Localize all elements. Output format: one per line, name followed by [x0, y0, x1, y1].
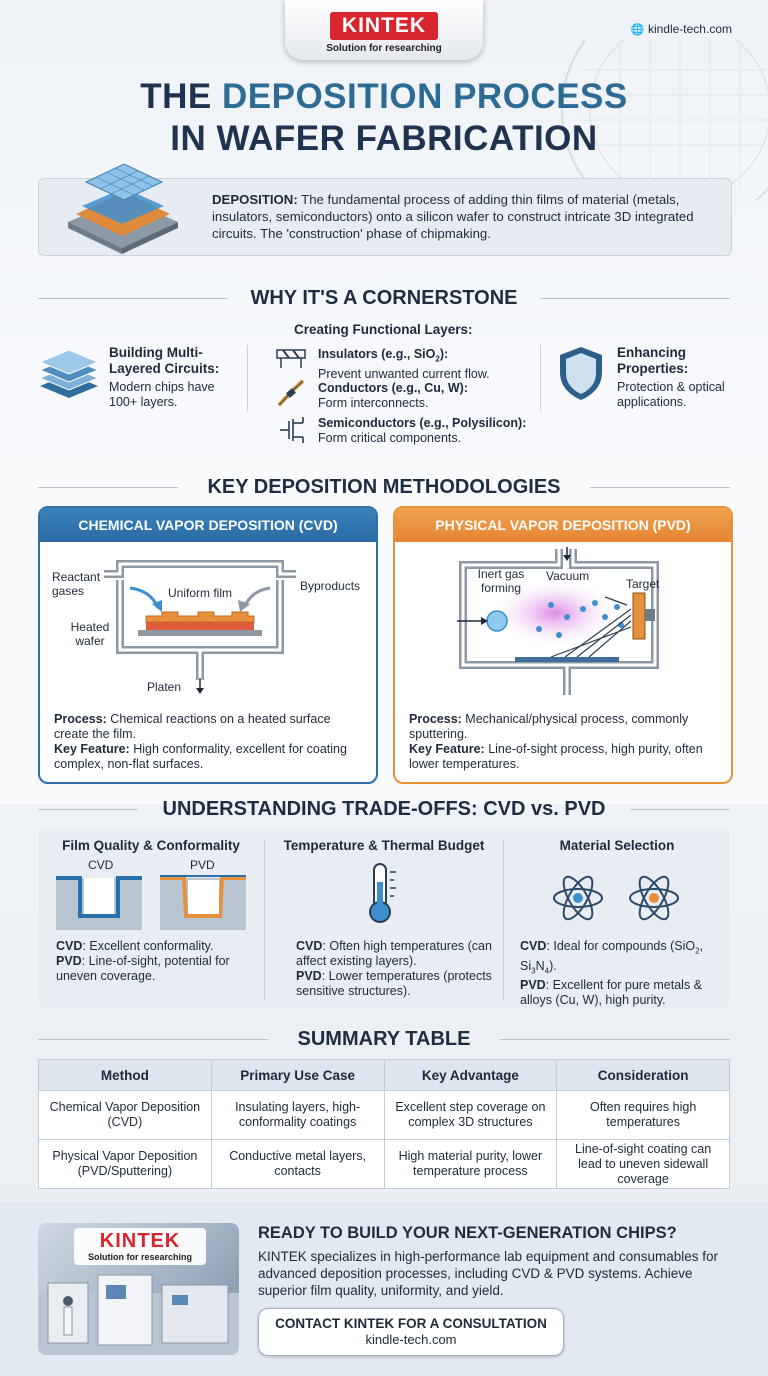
section-rule	[38, 298, 228, 299]
contact-button-label: CONTACT KINTEK FOR A CONSULTATION	[275, 1316, 547, 1331]
conformality-profile-graphic	[56, 875, 246, 930]
lab-equipment-graphic	[38, 1274, 239, 1355]
section-rule	[630, 809, 730, 810]
multilayer-heading: Building Multi-Layered Circuits:	[109, 345, 220, 376]
table-cell: Often requires high temperatures	[556, 1090, 730, 1140]
brand-logo: KINTEK	[329, 12, 439, 40]
table-header-row: Method Primary Use Case Key Advantage Co…	[38, 1059, 730, 1091]
pvd-description: Process: Mechanical/physical process, co…	[409, 712, 703, 771]
table-row: Chemical Vapor Deposition (CVD) Insulati…	[38, 1090, 730, 1140]
section-rule	[38, 1039, 268, 1040]
cvd-card-title: CHEMICAL VAPOR DEPOSITION (CVD)	[40, 508, 376, 542]
transistor-icon	[280, 417, 304, 443]
definition-text: DEPOSITION: The fundamental process of a…	[212, 192, 694, 241]
section-rule	[38, 487, 178, 488]
tradeoffs-title: UNDERSTANDING TRADE-OFFS: CVD vs. PVD	[162, 798, 606, 820]
inert-gas-label: Inert gas forming	[477, 567, 525, 595]
table-cell: Physical Vapor Deposition (PVD/Sputterin…	[38, 1139, 212, 1189]
table-cell: High material purity, lower temperature …	[383, 1139, 558, 1189]
heated-wafer-label: Heated wafer	[70, 620, 110, 648]
column-header: Consideration	[556, 1059, 730, 1091]
byproducts-label: Byproducts	[300, 579, 361, 593]
stacked-layers-icon	[38, 349, 100, 398]
cornerstone-title: WHY IT'S A CORNERSTONE	[250, 287, 518, 309]
header-logo[interactable]: KINTEK Solution for researching	[285, 0, 483, 60]
semiconductors-item: Semiconductors (e.g., Polysilicon): Form…	[318, 416, 527, 445]
contact-button-site: kindle-tech.com	[365, 1332, 457, 1347]
pvd-profile-label: PVD	[190, 858, 215, 872]
pvd-chamber-diagram	[457, 547, 659, 695]
functional-layers-heading: Creating Functional Layers:	[294, 322, 473, 337]
page-title: THE DEPOSITION PROCESS IN WAFER FABRICAT…	[140, 77, 628, 158]
table-cell: Conductive metal layers, contacts	[210, 1139, 385, 1189]
insulators-item: Insulators (e.g., SiO2): Prevent unwante…	[318, 347, 490, 381]
brand-tagline: Solution for researching	[326, 43, 442, 54]
divider	[540, 345, 541, 411]
contact-button[interactable]: CONTACT KINTEK FOR A CONSULTATION kindle…	[258, 1308, 564, 1356]
table-cell: Chemical Vapor Deposition (CVD)	[38, 1090, 212, 1140]
barrier-icon	[276, 349, 306, 368]
atom-icon	[553, 875, 603, 921]
temperature-heading: Temperature & Thermal Budget	[283, 838, 485, 853]
cvd-card: CHEMICAL VAPOR DEPOSITION (CVD) Process:…	[38, 506, 378, 784]
thermometer-icon	[369, 863, 396, 923]
site-link[interactable]: 🌐 kindle-tech.com	[630, 22, 732, 36]
summary-title: SUMMARY TABLE	[297, 1028, 471, 1050]
multilayer-text: Modern chips have 100+ layers.	[109, 380, 215, 409]
section-rule	[38, 809, 138, 810]
cvd-profile-label: CVD	[88, 858, 114, 872]
footer-brand: KINTEK	[99, 1230, 181, 1252]
conductors-item: Conductors (e.g., Cu, W): Form interconn…	[318, 381, 468, 410]
footer-text: KINTEK specializes in high-performance l…	[258, 1249, 718, 1298]
target-label: Target	[626, 577, 660, 591]
table-cell: Line-of-sight coating can lead to uneven…	[556, 1139, 730, 1189]
table-cell: Excellent step coverage on complex 3D st…	[383, 1090, 558, 1140]
divider	[503, 840, 504, 1000]
footer-tagline: Solution for researching	[88, 1252, 193, 1262]
wire-icon	[277, 379, 305, 407]
footer-logo: KINTEK Solution for researching	[74, 1228, 207, 1265]
reactant-gases-label: Reactant gases	[52, 570, 101, 598]
material-heading: Material Selection	[559, 838, 675, 853]
cvd-chamber-diagram	[104, 560, 296, 694]
section-rule	[500, 1039, 730, 1040]
platen-label: Platen	[147, 680, 182, 694]
wafer-background-graphic	[561, 40, 768, 200]
divider	[264, 840, 265, 1000]
divider	[247, 345, 248, 411]
chip-layers-icon	[68, 163, 178, 254]
table-row: Physical Vapor Deposition (PVD/Sputterin…	[38, 1139, 730, 1189]
methods-title: KEY DEPOSITION METHODOLOGIES	[207, 476, 561, 498]
vacuum-label: Vacuum	[546, 569, 590, 583]
pvd-card-title: PHYSICAL VAPOR DEPOSITION (PVD)	[395, 508, 731, 542]
material-text: CVD: Ideal for compounds (SiO2, Si3N4). …	[520, 939, 704, 1007]
table-cell: Insulating layers, high-conformality coa…	[210, 1090, 385, 1140]
cvd-description: Process: Chemical reactions on a heated …	[54, 712, 347, 771]
section-rule	[590, 487, 730, 488]
column-header: Method	[38, 1059, 212, 1091]
properties-heading: Enhancing Properties:	[617, 345, 689, 376]
column-header: Primary Use Case	[210, 1059, 385, 1091]
temperature-text: CVD: Often high temperatures (can affect…	[296, 939, 492, 998]
globe-icon: 🌐	[630, 24, 645, 36]
atom-icon	[629, 875, 679, 921]
footer-headline: READY TO BUILD YOUR NEXT-GENERATION CHIP…	[258, 1224, 677, 1242]
uniform-film-label: Uniform film	[168, 586, 233, 600]
shield-icon	[560, 347, 602, 400]
properties-text: Protection & optical applications.	[617, 380, 725, 409]
summary-table: Method Primary Use Case Key Advantage Co…	[38, 1059, 730, 1189]
film-quality-text: CVD: Excellent conformality. PVD: Line-o…	[56, 939, 230, 983]
section-rule	[540, 298, 730, 299]
film-quality-heading: Film Quality & Conformality	[62, 838, 240, 853]
column-header: Key Advantage	[383, 1059, 558, 1091]
